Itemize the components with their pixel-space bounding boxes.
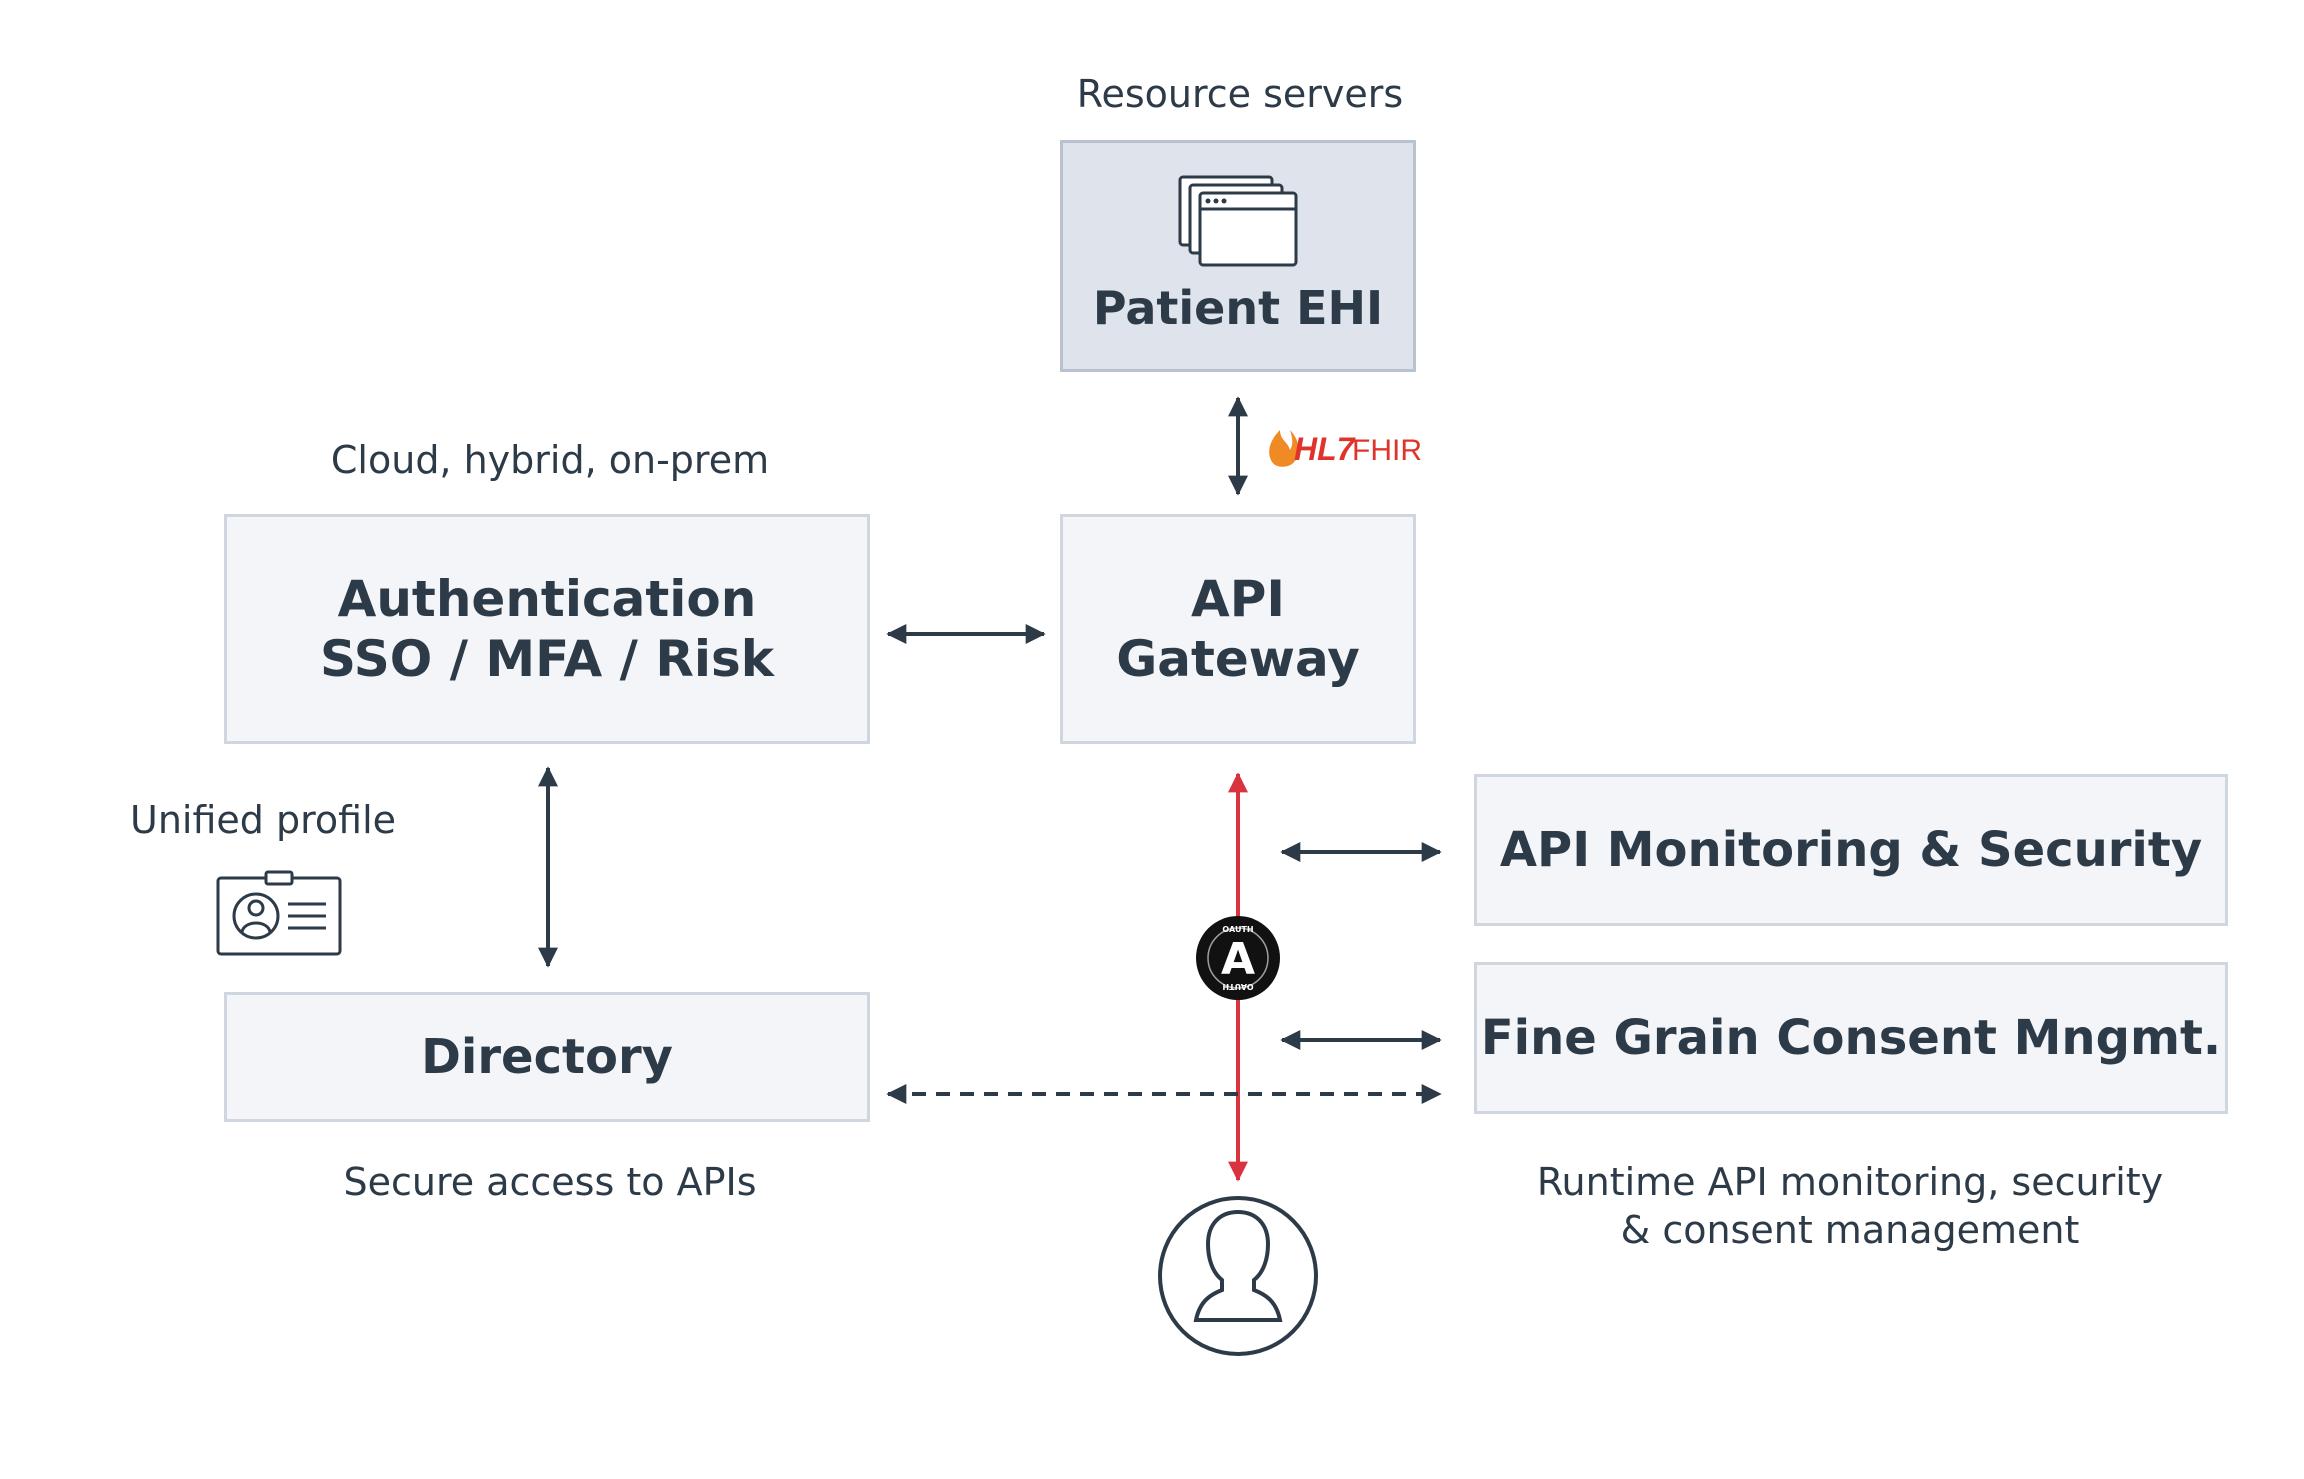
server-icon <box>1178 175 1298 267</box>
flame-icon <box>1269 430 1299 467</box>
resource-servers-caption: Resource servers <box>1076 72 1404 116</box>
fhir-text: FHIR <box>1352 434 1422 467</box>
hl7-fhir-logo: HL7 FHIR <box>1269 430 1422 467</box>
auth-title: Authentication <box>337 570 757 628</box>
cloud-caption: Cloud, hybrid, on-prem <box>330 438 770 482</box>
secure-access-caption: Secure access to APIs <box>343 1160 757 1204</box>
directory-label: Directory <box>421 1029 673 1085</box>
hl7-text: HL7 <box>1294 431 1357 467</box>
oauth-badge: OAUTH OAUTH A <box>1196 916 1280 1000</box>
gateway-line1: API <box>1191 570 1285 628</box>
oauth-ring-text-bottom: OAUTH <box>1222 982 1253 991</box>
oauth-ring-text-top: OAUTH <box>1222 925 1253 934</box>
auth-subtitle: SSO / MFA / Risk <box>320 630 774 688</box>
directory-box: Directory <box>224 992 870 1122</box>
oauth-letter: A <box>1221 934 1255 985</box>
user-avatar-icon <box>1158 1196 1318 1356</box>
unified-profile-caption: Unified profile <box>130 798 396 842</box>
patient-ehi-label: Patient EHI <box>1092 281 1384 335</box>
monitoring-label: API Monitoring & Security <box>1499 822 2203 878</box>
patient-ehi-box: Patient EHI <box>1060 140 1416 372</box>
runtime-caption-line1: Runtime API monitoring, security <box>1536 1160 2164 1204</box>
consent-label: Fine Grain Consent Mngmt. <box>1480 1010 2222 1066</box>
api-monitoring-box: API Monitoring & Security <box>1474 774 2228 926</box>
authentication-box: Authentication SSO / MFA / Risk <box>224 514 870 744</box>
runtime-caption-line2: & consent management <box>1620 1208 2080 1252</box>
api-gateway-box: API Gateway <box>1060 514 1416 744</box>
id-card-icon <box>216 870 342 956</box>
consent-box: Fine Grain Consent Mngmt. <box>1474 962 2228 1114</box>
gateway-line2: Gateway <box>1116 630 1360 688</box>
